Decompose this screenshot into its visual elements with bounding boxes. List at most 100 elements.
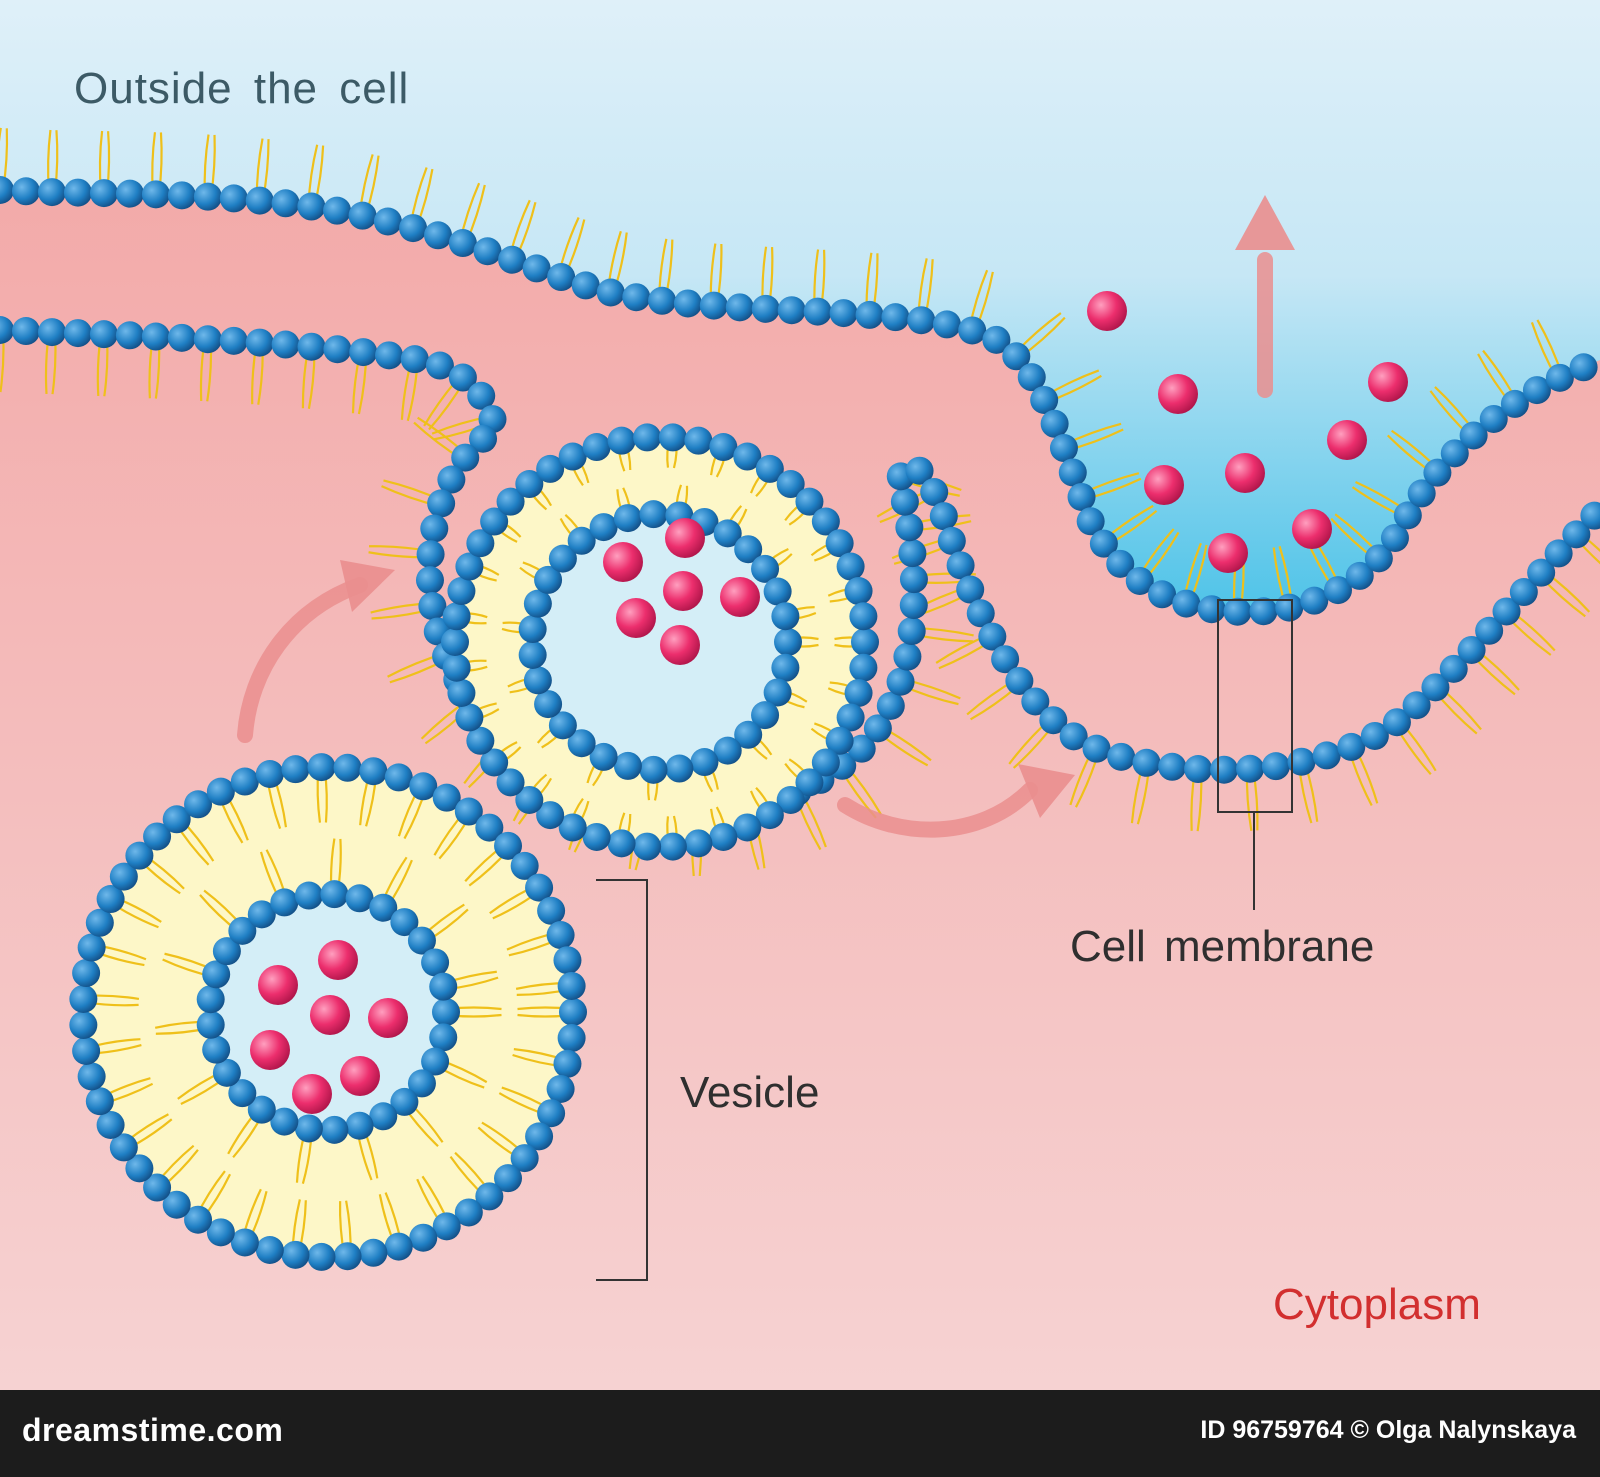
phospholipid-head <box>141 322 170 351</box>
phospholipid-head <box>475 813 504 842</box>
phospholipid-head <box>825 726 854 755</box>
phospholipid-head <box>690 748 719 777</box>
phospholipid-head <box>639 500 668 529</box>
phospholipid-head <box>245 186 274 215</box>
phospholipid-head <box>1500 389 1529 418</box>
phospholipid-head <box>1158 752 1187 781</box>
phospholipid-head <box>0 176 14 204</box>
phospholipid-head <box>69 1011 98 1040</box>
phospholipid-head <box>589 742 618 771</box>
phospholipid-head <box>622 283 651 312</box>
phospholipid-head <box>1312 741 1341 770</box>
phospholipid-head <box>143 822 172 851</box>
phospholipid-head <box>407 926 436 955</box>
phospholipid-head <box>771 653 800 682</box>
phospholipid-head <box>400 345 429 374</box>
phospholipid-head <box>548 711 577 740</box>
phospholipid-head <box>966 599 995 628</box>
phospholipid-head <box>96 1110 125 1139</box>
phospholipid-head <box>297 192 326 221</box>
phospholipid-head <box>518 640 547 669</box>
phospholipid-head <box>803 297 832 326</box>
phospholipid-head <box>929 502 958 531</box>
phospholipid-head <box>851 628 879 656</box>
callouts <box>596 599 1293 1281</box>
phospholipid-head <box>496 768 525 797</box>
phospholipid-head <box>442 653 471 682</box>
phospholipid-head <box>184 790 213 819</box>
cargo-particle <box>1144 465 1184 505</box>
phospholipid-head <box>567 729 596 758</box>
phospholipid-head <box>270 888 299 917</box>
phospholipid-head <box>755 801 784 830</box>
phospholipid-head <box>733 813 762 842</box>
cargo-particle <box>318 940 358 980</box>
phospholipid-head <box>895 513 924 542</box>
phospholipid-head <box>890 487 919 516</box>
phospholipid-head <box>713 519 742 548</box>
cargo-particle <box>1208 533 1248 573</box>
phospholipid-head <box>359 1238 388 1267</box>
phospholipid-head <box>418 592 447 621</box>
phospholipid-head <box>384 763 413 792</box>
phospholipid-head <box>441 628 469 656</box>
phospholipid-head <box>206 777 235 806</box>
phospholipid-head <box>109 862 138 891</box>
vesicle-bracket <box>596 879 648 1281</box>
phospholipid-head <box>167 323 196 352</box>
phospholipid-head <box>1360 721 1389 750</box>
phospholipid-head <box>421 948 450 977</box>
phospholipid-head <box>212 937 241 966</box>
phospholipid-head <box>466 726 495 755</box>
arrow-release-head <box>1235 195 1295 250</box>
phospholipid-head <box>37 318 66 347</box>
phospholipid-head <box>228 916 257 945</box>
phospholipid-head <box>734 720 763 749</box>
phospholipid-head <box>72 959 101 988</box>
phospholipid-head <box>897 617 926 646</box>
phospholipid-head <box>1059 722 1088 751</box>
phospholipid-head <box>1423 458 1452 487</box>
phospholipid-head <box>905 456 934 485</box>
phospholipid-head <box>523 666 552 695</box>
phospholipid-head <box>63 178 92 207</box>
cargo-particle <box>616 598 656 638</box>
phospholipid-head <box>454 797 483 826</box>
phospholipid-head <box>559 998 587 1026</box>
phospholipid-head <box>425 351 454 380</box>
phospholipid-head <box>323 335 352 364</box>
cargo-particle <box>340 1056 380 1096</box>
phospholipid-head <box>37 178 66 207</box>
phospholipid-head <box>320 880 349 909</box>
phospholipid-head <box>469 424 498 453</box>
phospholipid-head <box>247 900 276 929</box>
phospholipid-head <box>982 325 1011 354</box>
phospholipid-head <box>323 196 352 225</box>
phospholipid-head <box>1475 616 1504 645</box>
phospholipid-head <box>448 363 477 392</box>
diagram-canvas <box>0 0 1600 1390</box>
phospholipid-head <box>1364 544 1393 573</box>
phospholipid-head <box>1562 520 1591 549</box>
phospholipid-head <box>184 1205 213 1234</box>
footer-brand: dreamstime.com <box>22 1412 284 1448</box>
phospholipid-head <box>437 465 466 494</box>
phospholipid-head <box>473 237 502 266</box>
phospholipid-head <box>1393 501 1422 530</box>
phospholipid-head <box>85 1087 114 1116</box>
phospholipid-head <box>1287 747 1316 776</box>
phospholipid-head <box>0 316 14 344</box>
arrow-vesicle-to-fusion-head <box>340 560 395 612</box>
phospholipid-head <box>881 303 910 332</box>
phospholipid-head <box>510 851 539 880</box>
phospholipid-head <box>844 577 873 606</box>
phospholipid-head <box>546 921 575 950</box>
phospholipid-head <box>11 317 40 346</box>
phospholipid-head <box>658 832 687 861</box>
phospholipid-head <box>811 748 840 777</box>
phospholipid-head <box>421 1047 450 1076</box>
phospholipid-head <box>536 801 565 830</box>
phospholipid-head <box>876 691 905 720</box>
phospholipid-head <box>684 426 713 455</box>
cargo-particle <box>1087 291 1127 331</box>
